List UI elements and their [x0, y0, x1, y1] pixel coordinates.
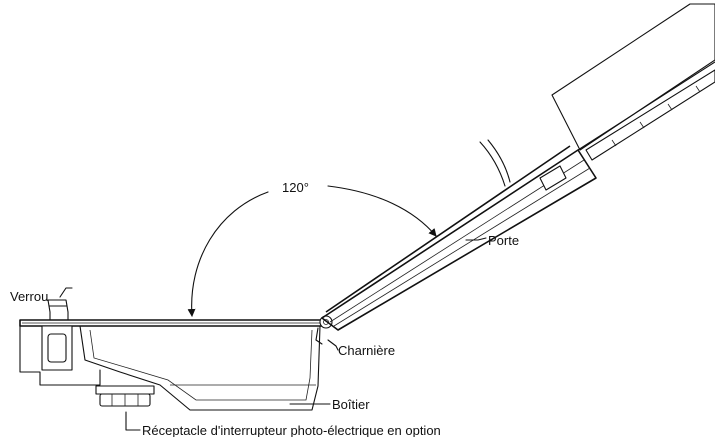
latch-knob — [47, 333, 67, 363]
angle-arc-right — [327, 185, 437, 237]
angle-indicator: 120° — [187, 180, 437, 317]
terminal-div-1 — [611, 139, 617, 147]
door-leader — [465, 237, 487, 241]
terminal-div-3 — [667, 103, 673, 111]
terminal-div-4 — [695, 85, 701, 93]
wire-2 — [487, 139, 511, 183]
door-inner-line-1 — [329, 159, 585, 323]
housing-label: Boîtier — [332, 397, 370, 412]
wire-1 — [479, 141, 506, 187]
door-inner-line-2 — [333, 167, 591, 327]
housing — [19, 299, 323, 411]
photocell-leader — [125, 411, 141, 431]
callouts: Verrou Porte Charnière Boîtier Réceptacl… — [10, 233, 519, 437]
driver-box — [551, 3, 715, 151]
photocell-label: Réceptacle d'interrupteur photo-électriq… — [142, 423, 441, 437]
door-latch-tab — [539, 165, 567, 191]
housing-left-end — [19, 325, 101, 386]
photocell-receptacle-top — [95, 385, 155, 395]
hinge-leader — [327, 339, 339, 351]
latch-leader — [59, 287, 73, 298]
terminal-strip — [585, 69, 715, 161]
latch-body — [41, 325, 73, 371]
door-panel — [321, 149, 597, 331]
housing-inner-outline — [89, 329, 313, 401]
hinge-label: Charnière — [338, 343, 395, 358]
angle-arc-left — [187, 191, 269, 317]
terminal-div-2 — [639, 121, 645, 129]
angle-label: 120° — [282, 180, 309, 195]
housing-body-outline — [79, 325, 321, 411]
door — [321, 3, 715, 331]
door-label: Porte — [488, 233, 519, 248]
hinge-bracket — [315, 327, 323, 345]
latch-label: Verrou — [10, 289, 48, 304]
door-lens-edge — [325, 145, 571, 313]
driver-box-base — [577, 61, 715, 151]
